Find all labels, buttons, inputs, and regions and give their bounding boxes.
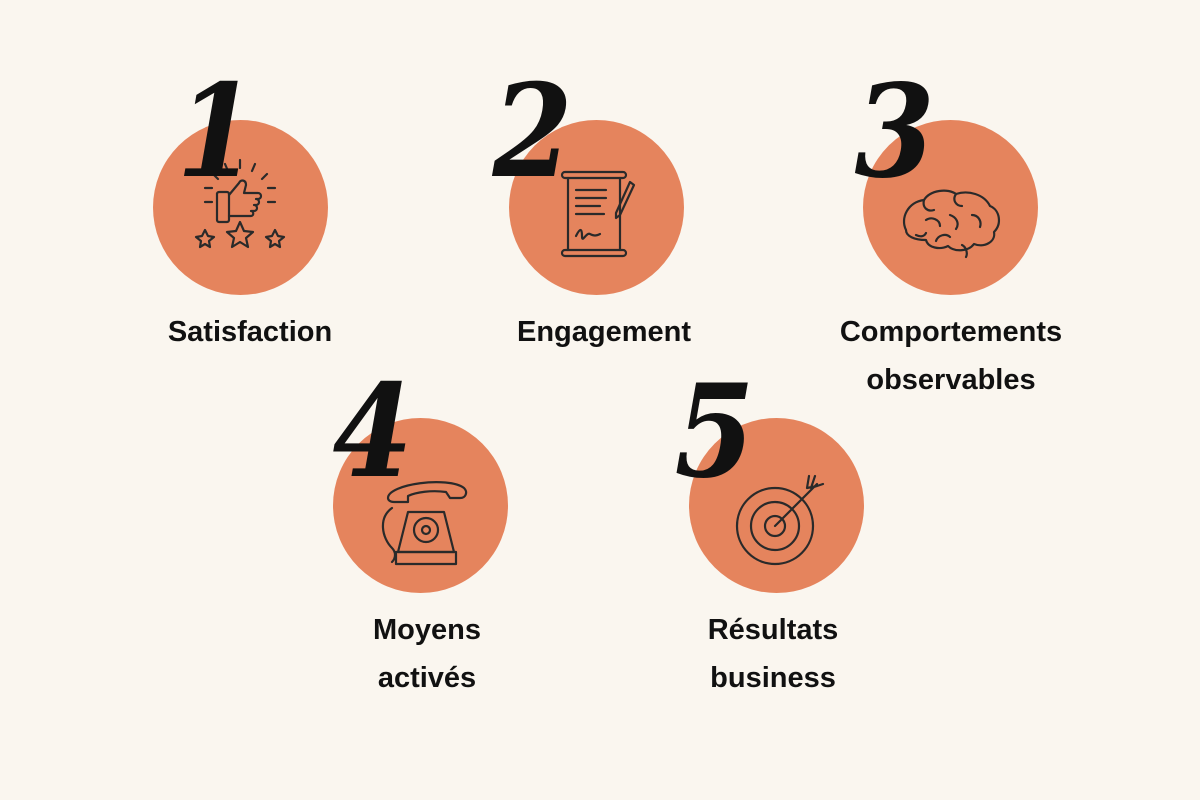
contract-scroll-icon [542, 152, 652, 262]
step-label: Résultats business [613, 606, 933, 702]
step-number: 4 [332, 357, 413, 507]
step-number: 5 [674, 357, 755, 507]
label-line: Engagement [516, 316, 692, 348]
label-line: business [710, 662, 836, 694]
target-arrow-icon [725, 466, 835, 576]
thumbs-up-stars-icon [185, 150, 295, 260]
label-line: Résultats [707, 614, 839, 646]
label-line: activés [377, 662, 477, 694]
step-number: 2 [492, 57, 573, 207]
step-circle [153, 120, 328, 295]
step-label: Engagement [444, 308, 764, 356]
step-label: Satisfaction [90, 308, 410, 356]
label-line: Comportements [839, 316, 1063, 348]
label-line: Satisfaction [167, 316, 333, 348]
step-label: Comportements observables [791, 308, 1111, 404]
rotary-phone-icon [368, 468, 478, 578]
label-line: observables [866, 364, 1036, 396]
label-line: Moyens [373, 614, 481, 646]
step-circle [863, 120, 1038, 295]
step-label: Moyens activés [267, 606, 587, 702]
brain-icon [896, 170, 1006, 280]
step-number: 1 [176, 57, 257, 207]
step-circle [509, 120, 684, 295]
step-number: 3 [854, 57, 935, 207]
